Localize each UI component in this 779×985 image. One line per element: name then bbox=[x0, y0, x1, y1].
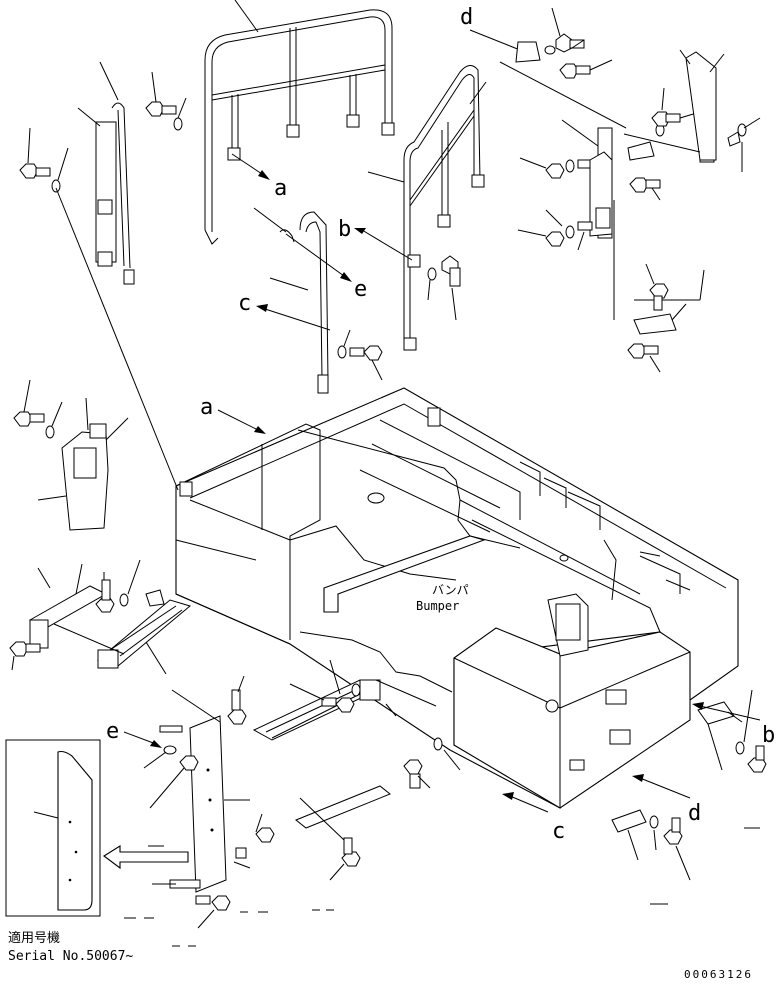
callout-label-d-bottom: d bbox=[688, 801, 701, 826]
callout-label-e: e bbox=[354, 277, 367, 302]
center-step bbox=[252, 659, 437, 881]
serial-label-en: Serial No.50067~ bbox=[8, 949, 133, 964]
left-step bbox=[9, 559, 192, 675]
left-bracket-assembly bbox=[13, 379, 129, 531]
callout-b-right: b bbox=[692, 702, 775, 748]
bumper-label-en: Bumper bbox=[416, 599, 459, 613]
inset-panel bbox=[5, 739, 189, 917]
drawing-number: 00063126 bbox=[684, 968, 753, 981]
serial-label-jp: 適用号機 bbox=[8, 930, 60, 946]
callout-a-top: a bbox=[231, 153, 287, 201]
callout-a-mid: a bbox=[200, 395, 266, 434]
callout-label-e-left: e bbox=[106, 719, 119, 744]
bumper-label-jp: バンパ bbox=[432, 583, 469, 597]
bolt-center bbox=[403, 737, 461, 789]
callout-c-bottom: c bbox=[502, 792, 565, 844]
callout-label-c: c bbox=[238, 291, 251, 316]
floor-frame: バンパ Bumper bbox=[175, 387, 739, 809]
callout-label-c-bottom: c bbox=[552, 819, 565, 844]
left-handrail bbox=[77, 61, 135, 285]
callout-c-left: c bbox=[238, 291, 383, 381]
top-handrail bbox=[204, 0, 395, 245]
callout-e-left: e bbox=[106, 719, 162, 748]
callout-label-a-mid: a bbox=[200, 395, 213, 420]
bolt-handrail-top bbox=[145, 71, 187, 131]
callout-b-top: b bbox=[338, 217, 461, 321]
dash-marks bbox=[124, 827, 760, 947]
callout-label-d: d bbox=[460, 5, 473, 30]
callout-label-a: a bbox=[274, 176, 287, 201]
side-plate bbox=[143, 675, 275, 929]
center-handrail: e bbox=[253, 207, 367, 394]
callout-label-b-right: b bbox=[762, 723, 775, 748]
callout-label-b: b bbox=[338, 217, 351, 242]
right-step-parts bbox=[611, 689, 767, 881]
callout-d-bottom: d bbox=[632, 774, 701, 826]
right-center-handrail bbox=[367, 65, 487, 351]
top-right-brackets: d bbox=[460, 5, 761, 373]
bolt-left-top bbox=[19, 127, 69, 193]
